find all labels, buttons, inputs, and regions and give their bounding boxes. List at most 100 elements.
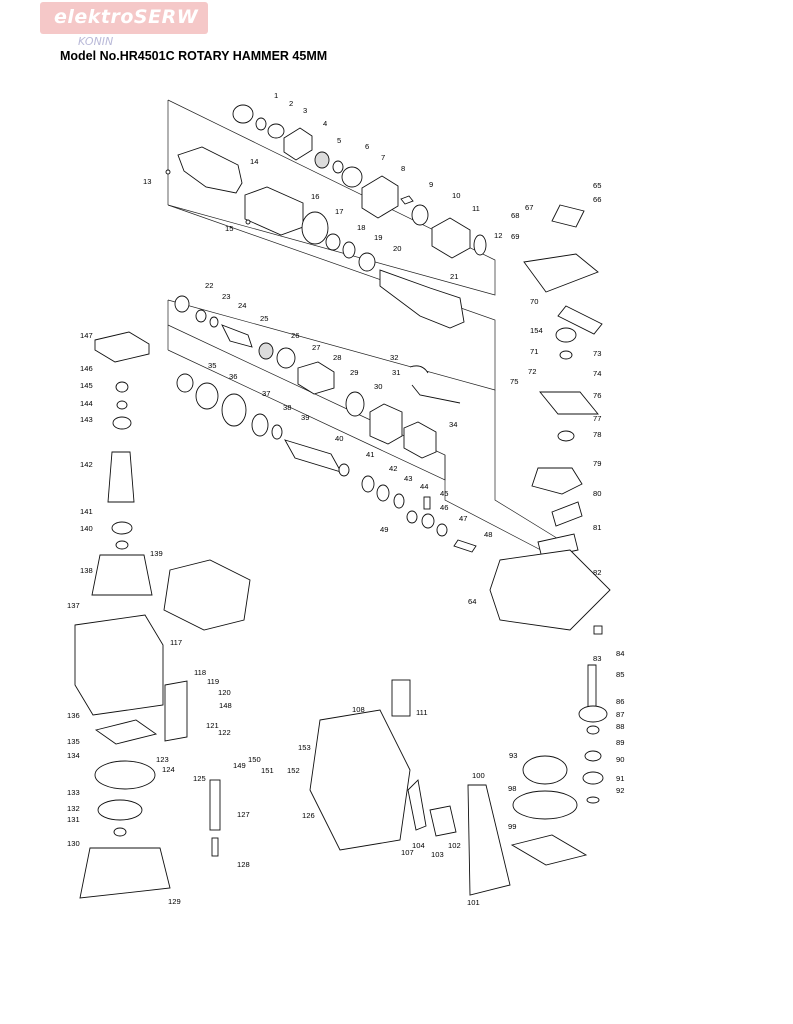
callout-154: 154 bbox=[530, 326, 543, 335]
callout-70: 70 bbox=[530, 297, 538, 306]
callout-143: 143 bbox=[80, 415, 93, 424]
callout-147: 147 bbox=[80, 331, 93, 340]
callout-127: 127 bbox=[237, 810, 250, 819]
callout-121: 121 bbox=[206, 721, 219, 730]
watermark-brand: elektroSERW bbox=[54, 6, 199, 28]
callout-108: 108 bbox=[352, 705, 365, 714]
callout-71: 71 bbox=[530, 347, 538, 356]
callout-145: 145 bbox=[80, 381, 93, 390]
watermark-logo: elektroSERW bbox=[40, 2, 208, 34]
callout-134: 134 bbox=[67, 751, 80, 760]
callout-48: 48 bbox=[484, 530, 492, 539]
callout-81: 81 bbox=[593, 523, 601, 532]
callout-1: 1 bbox=[274, 91, 278, 100]
callout-42: 42 bbox=[389, 464, 397, 473]
callout-120: 120 bbox=[218, 688, 231, 697]
callout-148: 148 bbox=[219, 701, 232, 710]
callout-18: 18 bbox=[357, 223, 365, 232]
callout-133: 133 bbox=[67, 788, 80, 797]
callout-66: 66 bbox=[593, 195, 601, 204]
callout-136: 136 bbox=[67, 711, 80, 720]
callout-73: 73 bbox=[593, 349, 601, 358]
callout-16: 16 bbox=[311, 192, 319, 201]
callout-8: 8 bbox=[401, 164, 405, 173]
callout-99: 99 bbox=[508, 822, 516, 831]
callout-101: 101 bbox=[467, 898, 480, 907]
callout-141: 141 bbox=[80, 507, 93, 516]
callout-84: 84 bbox=[616, 649, 624, 658]
callout-131: 131 bbox=[67, 815, 80, 824]
callout-25: 25 bbox=[260, 314, 268, 323]
callout-15: 15 bbox=[225, 224, 233, 233]
callout-11: 11 bbox=[472, 204, 480, 213]
callout-44: 44 bbox=[420, 482, 428, 491]
callout-80: 80 bbox=[593, 489, 601, 498]
callout-85: 85 bbox=[616, 670, 624, 679]
callout-67: 67 bbox=[525, 203, 533, 212]
callout-128: 128 bbox=[237, 860, 250, 869]
watermark-city: KONIN bbox=[78, 35, 114, 48]
callout-27: 27 bbox=[312, 343, 320, 352]
callout-103: 103 bbox=[431, 850, 444, 859]
callout-45: 45 bbox=[440, 489, 448, 498]
callout-91: 91 bbox=[616, 774, 624, 783]
callout-7: 7 bbox=[381, 153, 385, 162]
callout-139: 139 bbox=[150, 549, 163, 558]
callout-93: 93 bbox=[509, 751, 517, 760]
callout-122: 122 bbox=[218, 728, 231, 737]
callout-88: 88 bbox=[616, 722, 624, 731]
callout-17: 17 bbox=[335, 207, 343, 216]
callout-65: 65 bbox=[593, 181, 601, 190]
callout-24: 24 bbox=[238, 301, 246, 310]
callout-4: 4 bbox=[323, 119, 327, 128]
callout-124: 124 bbox=[162, 765, 175, 774]
callout-12: 12 bbox=[494, 231, 502, 240]
callout-130: 130 bbox=[67, 839, 80, 848]
callout-111: 111 bbox=[416, 708, 428, 717]
callout-75: 75 bbox=[510, 377, 518, 386]
callout-76: 76 bbox=[593, 391, 601, 400]
callout-68: 68 bbox=[511, 211, 519, 220]
callout-3: 3 bbox=[303, 106, 307, 115]
callout-35: 35 bbox=[208, 361, 216, 370]
callout-29: 29 bbox=[350, 368, 358, 377]
callout-47: 47 bbox=[459, 514, 467, 523]
callout-83: 83 bbox=[593, 654, 601, 663]
callout-43: 43 bbox=[404, 474, 412, 483]
callout-86: 86 bbox=[616, 697, 624, 706]
callout-37: 37 bbox=[262, 389, 270, 398]
callout-118: 118 bbox=[194, 668, 206, 677]
callout-117: 117 bbox=[170, 638, 182, 647]
callout-34: 34 bbox=[449, 420, 457, 429]
callout-123: 123 bbox=[156, 755, 169, 764]
callout-9: 9 bbox=[429, 180, 433, 189]
callout-10: 10 bbox=[452, 191, 460, 200]
callout-14: 14 bbox=[250, 157, 258, 166]
callout-69: 69 bbox=[511, 232, 519, 241]
callout-41: 41 bbox=[366, 450, 374, 459]
callout-146: 146 bbox=[80, 364, 93, 373]
callout-150: 150 bbox=[248, 755, 261, 764]
callout-39: 39 bbox=[301, 413, 309, 422]
callout-152: 152 bbox=[287, 766, 300, 775]
callout-149: 149 bbox=[233, 761, 246, 770]
callout-153: 153 bbox=[298, 743, 311, 752]
callout-140: 140 bbox=[80, 524, 93, 533]
callout-100: 100 bbox=[472, 771, 485, 780]
callout-132: 132 bbox=[67, 804, 80, 813]
callout-90: 90 bbox=[616, 755, 624, 764]
callout-74: 74 bbox=[593, 369, 601, 378]
callout-119: 119 bbox=[207, 677, 219, 686]
callout-13: 13 bbox=[143, 177, 151, 186]
callout-19: 19 bbox=[374, 233, 382, 242]
callout-31: 31 bbox=[392, 368, 400, 377]
callout-126: 126 bbox=[302, 811, 315, 820]
callout-104: 104 bbox=[412, 841, 425, 850]
callout-5: 5 bbox=[337, 136, 341, 145]
callout-46: 46 bbox=[440, 503, 448, 512]
callout-125: 125 bbox=[193, 774, 206, 783]
callout-142: 142 bbox=[80, 460, 93, 469]
callout-79: 79 bbox=[593, 459, 601, 468]
callout-82: 82 bbox=[593, 568, 601, 577]
